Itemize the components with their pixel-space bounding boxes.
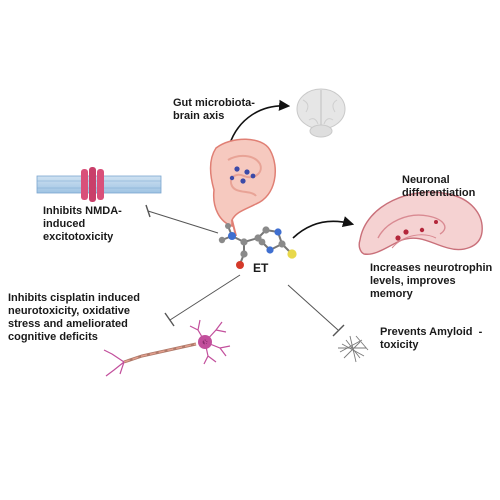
amyloid-line-2: toxicity <box>380 339 419 351</box>
neurotrophin-label: Increases neurotrophin levels, improves … <box>370 262 492 301</box>
neuron-inhibition-line <box>164 274 241 327</box>
neurotrophin-line-1: Increases neurotrophin <box>370 262 493 274</box>
neuronal-line-1: Neuronal <box>402 174 450 186</box>
amyloid-line-1: Prevents Amyloid - <box>380 326 483 338</box>
nmda-line-2: induced <box>43 218 86 230</box>
neurotrophin-line-2: levels, improves <box>370 275 456 287</box>
neuronal-differentiation-label: Neuronal differentiation <box>402 174 475 200</box>
nmda-line-1: Inhibits NMDA- <box>43 205 122 217</box>
neuronal-line-2: differentiation <box>402 187 476 199</box>
cisplatin-label: Inhibits cisplatin induced neurotoxicity… <box>8 292 140 344</box>
et-to-hippocampus-arrow <box>292 216 355 239</box>
et-text: ET <box>253 261 269 275</box>
cisplatin-line-1: Inhibits cisplatin induced <box>8 292 141 304</box>
gut-brain-axis-label: Gut microbiota- brain axis <box>173 97 255 123</box>
gut-to-brain-arrow <box>228 99 291 147</box>
gut-icon <box>209 138 277 237</box>
ergothioneine-molecule-icon <box>218 223 297 269</box>
cisplatin-line-2: neurotoxicity, oxidative <box>8 305 131 317</box>
nmda-label: Inhibits NMDA- induced excitotoxicity <box>43 205 122 244</box>
amyloid-label: Prevents Amyloid - toxicity <box>380 326 482 352</box>
nmda-inhibition-line <box>145 204 219 234</box>
cisplatin-line-3: stress and ameliorated <box>8 318 128 330</box>
gut-brain-axis-line-2: brain axis <box>173 110 225 122</box>
amyloid-fibril-icon <box>338 335 369 363</box>
gut-brain-axis-line-1: Gut microbiota- <box>173 97 255 109</box>
nmda-line-3: excitotoxicity <box>43 231 114 243</box>
neuron-icon <box>103 319 231 377</box>
hippocampus-icon <box>358 191 483 255</box>
neurotrophin-line-3: memory <box>370 288 413 300</box>
amyloid-inhibition-line <box>287 284 345 337</box>
et-label: ET <box>253 262 268 275</box>
brain-icon <box>296 88 346 138</box>
cisplatin-line-4: cognitive deficits <box>8 331 98 343</box>
membrane-receptor-icon <box>36 167 162 202</box>
